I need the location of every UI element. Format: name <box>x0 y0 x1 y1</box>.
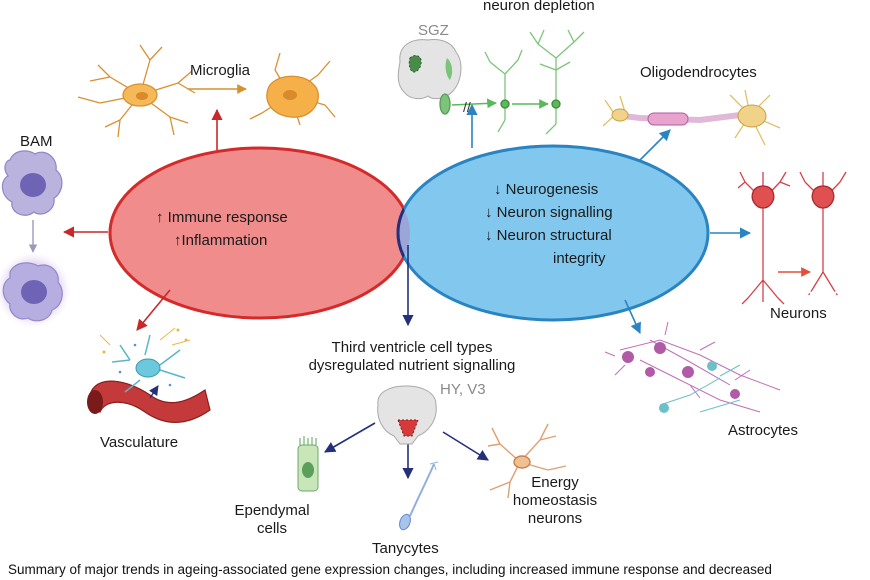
overlap-region <box>396 148 410 318</box>
navy-arrows <box>324 245 489 480</box>
microglia-label: Microglia <box>190 62 251 79</box>
energy-label-2: homeostasis <box>512 492 598 509</box>
astrocyte-icon <box>604 321 781 413</box>
inflammation-label: Inflammation <box>181 232 268 249</box>
neuron-icon: // <box>439 29 585 135</box>
third-ventricle-label-2: dysregulated nutrient signalling <box>308 357 516 374</box>
oligodendrocytes-label: Oligodendrocytes <box>640 64 757 81</box>
blue-arrows <box>466 103 752 335</box>
energy-label-1: Energy <box>531 474 579 491</box>
neurogenesis-line: ↓ Neurogenesis <box>485 178 613 201</box>
immune-response-label: Immune response <box>167 209 288 226</box>
decrease-arrow: ↓ <box>485 227 493 244</box>
brain-section-icon <box>377 385 437 445</box>
decrease-arrow: ↓ <box>485 204 493 221</box>
energy-label-3: neurons <box>527 510 583 527</box>
third-ventricle-label-1: Third ventricle cell types <box>331 339 493 356</box>
bam-cell-icon <box>0 150 71 328</box>
figure-caption: Summary of major trends in ageing-associ… <box>8 562 772 577</box>
sgz-label: SGZ <box>418 22 449 39</box>
neurons-label: Neurons <box>770 305 827 322</box>
hy-v3-label: HY, V3 <box>440 381 486 398</box>
energy-neuron-icon <box>487 423 567 499</box>
arrow-to-vasculature <box>136 289 171 331</box>
venn-ellipses <box>108 144 710 322</box>
ependymal-label-2: cells <box>256 520 288 537</box>
decrease-arrow: ↓ <box>494 181 502 198</box>
inflammation-line: ↑Inflammation <box>156 229 288 252</box>
bam-label: BAM <box>20 133 53 150</box>
neuron-signalling-line: ↓ Neuron signalling <box>485 201 613 224</box>
tanycyte-icon <box>399 461 439 531</box>
arrow-to-astrocytes <box>624 299 641 335</box>
vasculature-label: Vasculature <box>100 434 179 451</box>
neuron-icon <box>737 171 847 305</box>
increase-arrow: ↑ <box>156 209 164 226</box>
neurogenesis-label: Neurogenesis <box>505 181 599 198</box>
immune-response-line: ↑ Immune response <box>156 206 288 229</box>
astrocytes-label: Astrocytes <box>728 422 799 439</box>
neuron-ellipse-text: ↓ Neurogenesis ↓ Neuron signalling ↓ Neu… <box>485 178 613 270</box>
ependymal-label-1: Ependymal <box>234 502 310 519</box>
neuron-signalling-label: Neuron signalling <box>496 204 613 221</box>
integrity-line: integrity <box>553 250 606 267</box>
arrow-to-oligodendrocytes <box>639 129 671 161</box>
microglia-cell-icon <box>77 44 336 138</box>
arrow-to-ependymal <box>324 422 376 453</box>
vasculature-icon <box>87 327 211 423</box>
oligodendrocyte-icon <box>602 89 781 146</box>
red-arrows <box>62 108 223 331</box>
immune-ellipse-text: ↑ Immune response ↑Inflammation <box>156 206 288 252</box>
increase-arrow: ↑ <box>174 232 182 249</box>
neuron-structural-line: ↓ Neuron structural <box>485 224 613 247</box>
arrow-to-energy-neurons <box>442 431 489 461</box>
ependymal-cell-icon <box>297 436 319 492</box>
brain-section-icon <box>397 39 462 100</box>
top-label: neuron depletion <box>483 0 595 14</box>
svg-text://: // <box>463 99 471 115</box>
neuron-structural-label: Neuron structural <box>496 227 612 244</box>
tanycytes-label: Tanycytes <box>372 540 439 557</box>
